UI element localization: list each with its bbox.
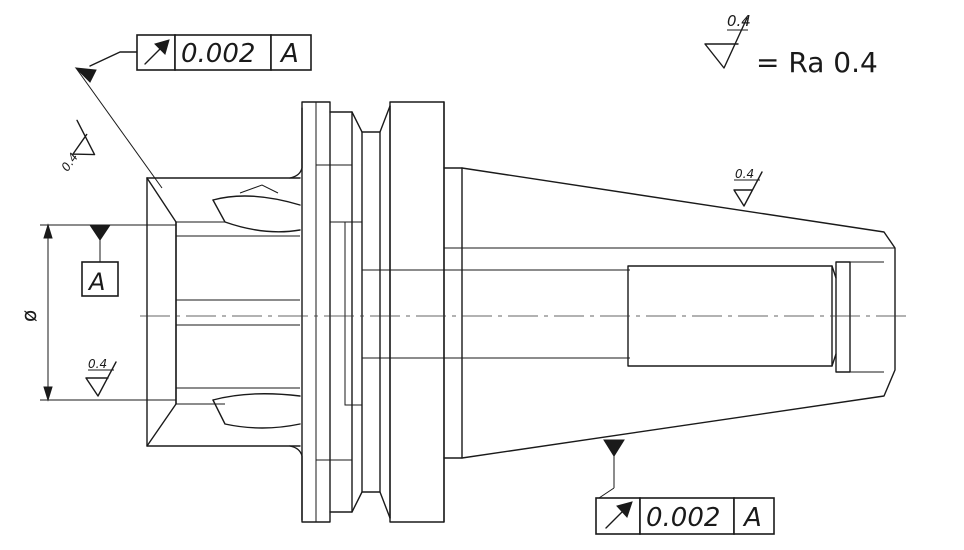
roughness-mark-bore: 0.4 (85, 357, 117, 397)
roughness-mark-taper: 0.4 (733, 167, 763, 207)
circular-runout-icon (605, 501, 633, 529)
fcf-bottom-datum-cell (733, 497, 775, 535)
roughness-mark-chamfer: 0.4 (59, 119, 96, 174)
diameter-dimension: ø (17, 223, 176, 402)
roughness-legend-equals: = Ra 0.4 (756, 46, 878, 79)
roughness-legend-symbol (704, 17, 748, 69)
diameter-symbol: ø (17, 310, 41, 322)
tool-holder-part (146, 101, 896, 523)
fcf-bottom: 0.002 A (595, 439, 775, 535)
datum-a-box (81, 261, 119, 297)
fcf-bottom-tolerance-cell (639, 497, 735, 535)
fcf-top: 0.002 A (74, 34, 312, 83)
datum-a-label: A (87, 268, 105, 296)
roughness-legend: 0.4 = Ra 0.4 (704, 12, 878, 79)
fcf-top-tolerance: 0.002 (181, 39, 255, 69)
fcf-top-datum-cell (270, 34, 312, 71)
roughness-legend-value: 0.4 (727, 12, 751, 30)
svg-text:0.4: 0.4 (88, 357, 107, 371)
fcf-top-tolerance-cell (174, 34, 272, 71)
circular-runout-icon (144, 39, 170, 65)
fcf-bottom-tolerance: 0.002 (646, 503, 720, 533)
fcf-bottom-datum: A (742, 503, 762, 533)
svg-text:0.4: 0.4 (735, 167, 754, 181)
fcf-top-datum: A (279, 39, 299, 69)
datum-a-feature: A (81, 224, 119, 297)
